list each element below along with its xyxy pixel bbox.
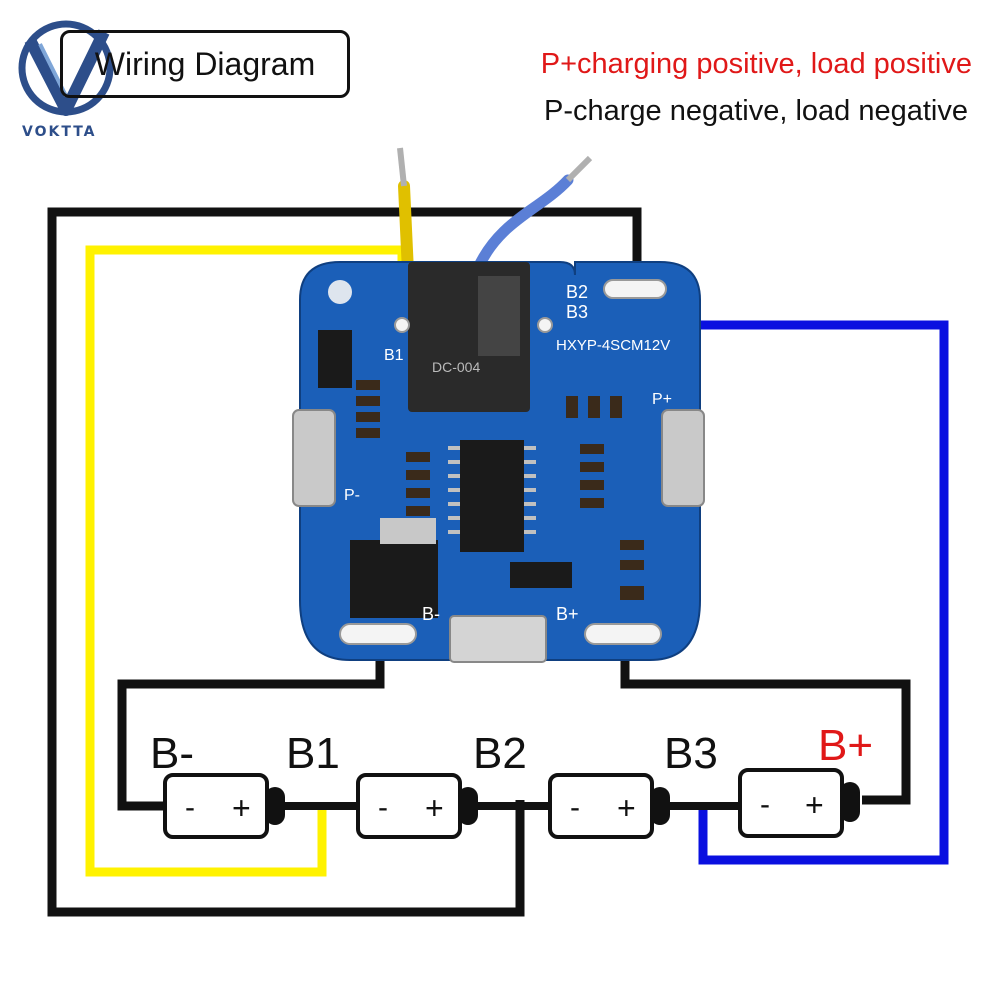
control-ic bbox=[460, 440, 524, 552]
yellow-lead bbox=[398, 180, 414, 278]
cell-2-plus: + bbox=[425, 790, 444, 826]
label-b2: B2 bbox=[473, 729, 527, 778]
p-minus-tab bbox=[292, 409, 336, 507]
board-model-label: HXYP-4SCM12V bbox=[556, 337, 670, 354]
cell-4: - + bbox=[738, 768, 860, 838]
cell-4-plus: + bbox=[805, 787, 824, 823]
b1-pad bbox=[394, 317, 410, 333]
cell-3: - + bbox=[548, 773, 670, 839]
cell-3-minus: - bbox=[570, 791, 580, 824]
pad-label-p-minus: P- bbox=[344, 487, 360, 504]
pad-label-b3: B3 bbox=[566, 302, 588, 322]
wire-b3-blue bbox=[545, 320, 949, 865]
diode bbox=[510, 562, 572, 588]
pad-label-b2: B2 bbox=[566, 282, 588, 302]
diagram-title: Wiring Diagram bbox=[60, 30, 350, 98]
cell-2: - + bbox=[356, 773, 478, 839]
p-plus-tab bbox=[661, 409, 705, 507]
bms-board: HXYP-4SCM12V DC-004 B- B+ B2 B3 B1 P- P+ bbox=[292, 261, 705, 663]
p-plus-note: P+charging positive, load positive bbox=[540, 48, 972, 80]
b2-pad bbox=[603, 279, 667, 299]
label-b-minus: B- bbox=[150, 729, 194, 778]
pad-label-b-plus: B+ bbox=[556, 604, 579, 624]
cell-1-plus: + bbox=[232, 790, 251, 826]
p-minus-note: P-charge negative, load negative bbox=[543, 95, 968, 127]
cell-4-minus: - bbox=[760, 788, 770, 821]
wire-b-minus bbox=[117, 632, 385, 811]
bottom-tab bbox=[449, 615, 547, 663]
blue-lead bbox=[472, 174, 574, 274]
label-b1: B1 bbox=[286, 729, 340, 778]
b-minus-pad bbox=[339, 623, 417, 645]
cell-3-plus: + bbox=[617, 790, 636, 826]
wire-b-plus bbox=[620, 632, 911, 805]
b-plus-pad bbox=[584, 623, 662, 645]
cell-1-minus: - bbox=[185, 791, 195, 824]
label-b-plus: B+ bbox=[818, 721, 873, 770]
mosfet bbox=[350, 540, 438, 618]
label-b3: B3 bbox=[664, 729, 718, 778]
b3-pad bbox=[537, 317, 553, 333]
cell-1: - + bbox=[163, 773, 285, 839]
board-connector-label: DC-004 bbox=[432, 359, 480, 375]
pad-label-b1: B1 bbox=[384, 347, 404, 364]
wire-b2-black bbox=[47, 207, 642, 917]
blue-lead-tip bbox=[565, 155, 593, 183]
pad-label-b-minus: B- bbox=[422, 604, 440, 624]
logo-text: VOKTTA bbox=[22, 124, 97, 140]
cell-2-minus: - bbox=[378, 791, 388, 824]
yellow-lead-tip bbox=[397, 147, 407, 187]
pad-label-p-plus: P+ bbox=[652, 391, 672, 408]
